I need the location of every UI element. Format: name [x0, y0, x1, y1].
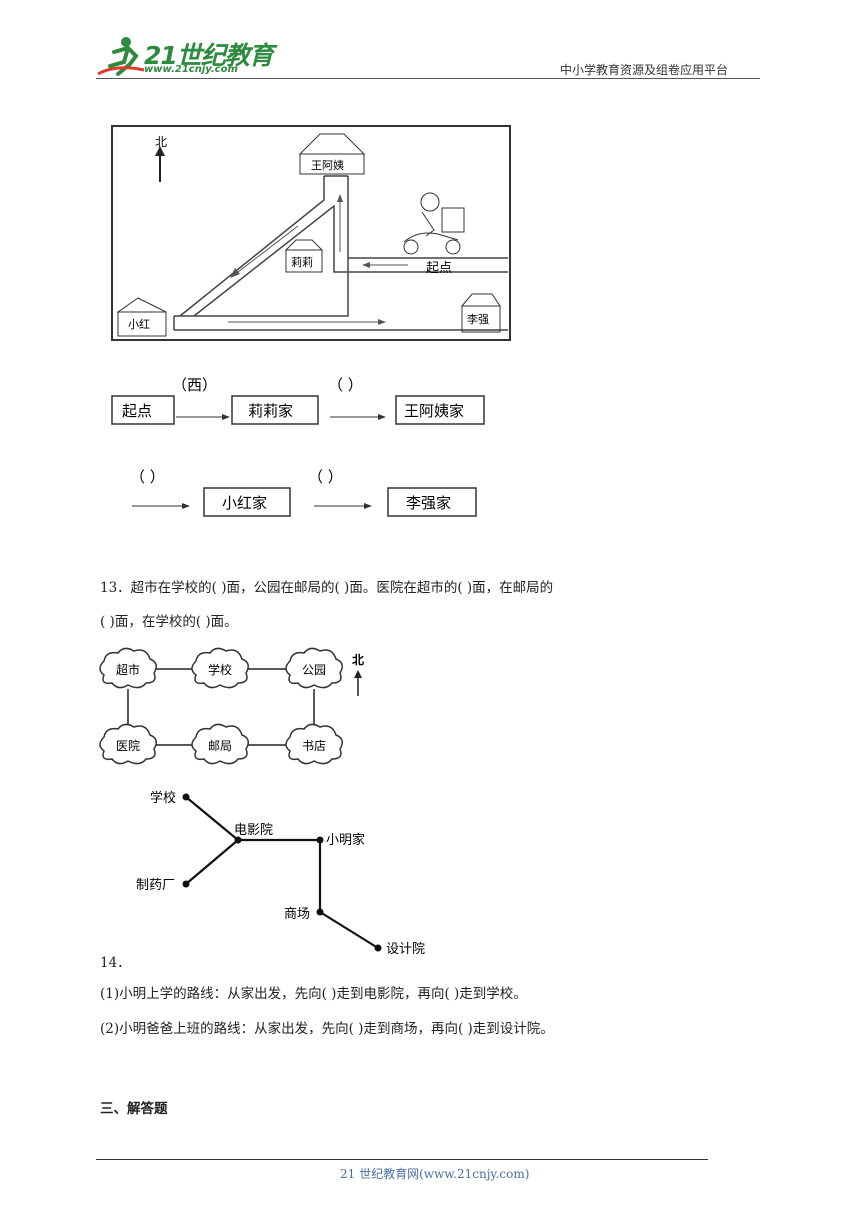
box-wang — [395, 395, 485, 425]
house-lili: 莉莉 — [284, 239, 324, 273]
section-3-title: 三、解答题 — [100, 1101, 168, 1117]
box-start-label: 起点 — [122, 402, 152, 420]
route-map-figure: 北 王阿姨 莉莉 小红 李强 起点 — [111, 125, 511, 341]
delivery-scooter-icon — [403, 192, 465, 255]
label-institute: 设计院 — [386, 942, 425, 957]
label-home: 小明家 — [326, 832, 365, 848]
question-13-line2: ( )面，在学校的( )面。 — [100, 614, 238, 630]
svg-text:莉莉: 莉莉 — [291, 256, 313, 269]
header-divider — [96, 78, 760, 79]
label-mall: 商场 — [284, 907, 310, 922]
house-xiaohong: 小红 — [116, 297, 167, 337]
label-cinema: 电影院 — [234, 823, 273, 838]
node-post: 邮局 — [208, 739, 232, 753]
question-13-line1: 13．超市在学校的( )面，公园在邮局的( )面。医院在超市的( )面，在邮局的 — [100, 580, 554, 596]
header-platform-text: 中小学教育资源及组卷应用平台 — [560, 63, 729, 77]
box-liqiang-label: 李强家 — [406, 494, 451, 512]
logo-url: www.21cnjy.com — [144, 64, 238, 75]
direction-3: （ ） — [130, 468, 165, 486]
house-liqiang: 李强 — [460, 293, 501, 333]
svg-text:王阿姨: 王阿姨 — [311, 158, 344, 172]
label-factory: 制药厂 — [136, 878, 175, 893]
question-14-line2: (2)小明爸爸上班的路线：从家出发，先向( )走到商场，再向( )走到设计院。 — [100, 1021, 554, 1037]
node-school: 学校 — [208, 662, 232, 677]
map-border — [111, 125, 511, 341]
box-lili — [231, 395, 319, 425]
box-xiaohong-label: 小红家 — [222, 494, 267, 512]
svg-text:小红: 小红 — [128, 318, 150, 331]
direction-1: （西） — [172, 376, 217, 394]
house-wang: 王阿姨 — [298, 133, 366, 175]
box-xiaohong — [203, 487, 291, 517]
start-label: 起点 — [426, 261, 452, 276]
label-school: 学校 — [150, 790, 176, 806]
svg-text:李强: 李强 — [467, 312, 489, 326]
logo-text: 21世纪教育 — [144, 41, 274, 70]
question-14-line1: (1)小明上学的路线：从家出发，先向( )走到电影院，再向( )走到学校。 — [100, 986, 527, 1002]
north-label: 北 — [155, 135, 167, 149]
box-liqiang — [387, 487, 477, 517]
box-lili-label: 莉莉家 — [248, 402, 293, 420]
location-grid-map: 超市 学校 公园 医院 邮局 书店 北 — [99, 647, 364, 765]
footer-text: 21 世纪教育网(www.21cnjy.com) — [340, 1167, 530, 1181]
box-start — [111, 395, 175, 425]
node-supermarket: 超市 — [116, 662, 140, 677]
box-wang-label: 王阿姨家 — [404, 402, 464, 420]
route-diagram: 起点 （西） 莉莉家 （ ） 王阿姨家 （ ） 小红家 （ ） 李强家 — [111, 376, 485, 517]
question-14-number: 14． — [100, 955, 131, 971]
xiaoming-route-map: 学校 电影院 小明家 制药厂 商场 设计院 — [136, 790, 425, 957]
north-label-2: 北 — [352, 652, 364, 667]
footer-divider — [96, 1159, 708, 1160]
logo-runner-icon — [97, 37, 145, 76]
node-bookstore: 书店 — [302, 739, 326, 753]
direction-2: （ ） — [328, 376, 363, 394]
direction-4: （ ） — [308, 468, 343, 486]
node-park: 公园 — [302, 663, 326, 677]
node-hospital: 医院 — [116, 739, 140, 753]
